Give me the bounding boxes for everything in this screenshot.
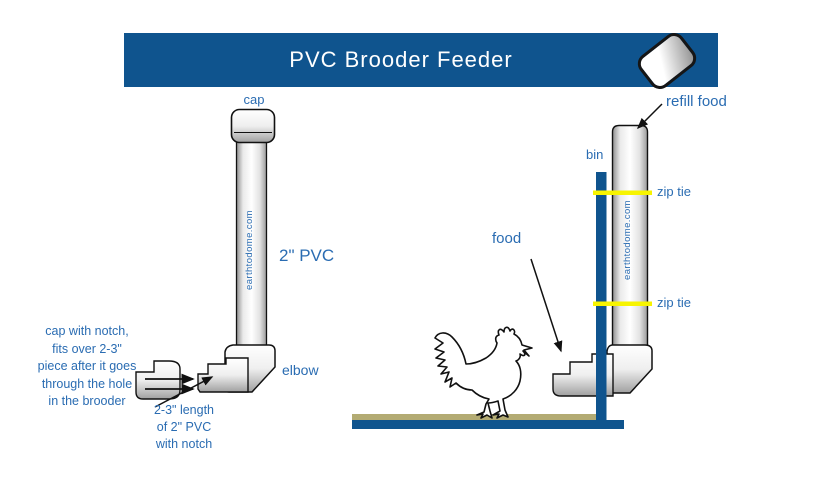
title-banner: PVC Brooder Feeder [124,28,718,94]
pipe-size-label: 2" PVC [279,246,335,265]
food-label: food [492,230,522,247]
notched-pipe-piece [197,357,249,393]
cap-note: cap with notch, fits over 2-3" piece aft… [17,323,157,411]
left-cap [230,108,276,144]
bin-floor [352,420,624,429]
cap-note-line: piece after it goes [37,359,137,373]
ground-line [352,414,600,420]
length-note-line: 2-3" length [153,403,215,417]
elbow-label: elbow [282,362,319,378]
watermark-left: earthtodome.com [244,210,255,290]
rooster-illustration [434,326,533,419]
length-note-line: of 2" PVC [156,420,212,434]
right-elbow [606,344,653,394]
bin-wall [596,172,607,429]
length-note: 2-3" length of 2" PVC with notch [132,402,236,453]
cap-note-line: fits over 2-3" [52,341,122,356]
length-note-line: with notch [155,437,213,451]
zip-tie-top [593,190,652,195]
page-title: PVC Brooder Feeder [289,47,513,72]
food-arrow [530,258,563,353]
zip-tie-top-label: zip tie [657,184,691,199]
zip-tie-bottom-label: zip tie [657,295,691,310]
cap-note-line: through the hole [41,376,133,391]
refill-food-label: refill food [666,93,727,110]
cap-label: cap [243,92,265,107]
bin-label: bin [586,147,604,162]
watermark-right: earthtodome.com [622,200,633,280]
refill-food-arrow [636,103,663,130]
cap-note-line: cap with notch, [45,324,129,338]
zip-tie-bottom [593,301,652,306]
length-note-arrow [154,376,214,408]
cap-note-line: in the brooder [48,394,126,408]
